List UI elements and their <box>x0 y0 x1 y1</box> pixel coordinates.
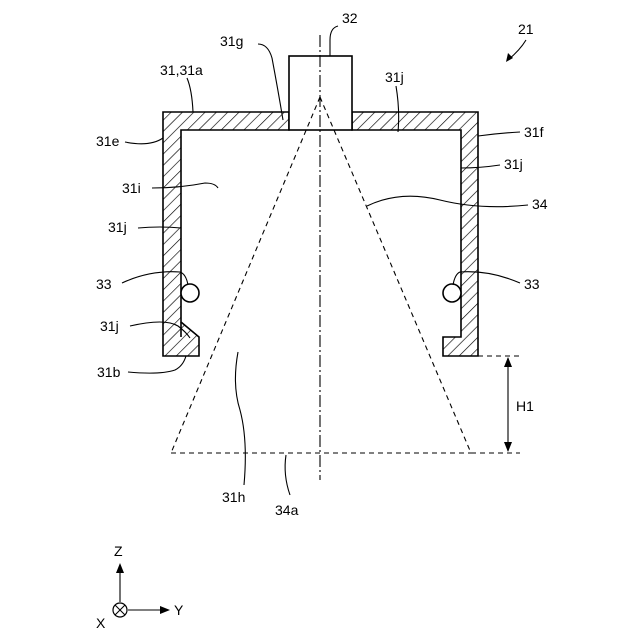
label-31j-top: 31j <box>385 69 404 85</box>
label-21: 21 <box>518 21 534 37</box>
label-33-right: 33 <box>524 276 540 292</box>
leader-31g <box>258 44 283 120</box>
leader-31j-left <box>138 227 181 228</box>
h1-arrow-top <box>504 357 512 367</box>
component-33-right <box>443 284 461 302</box>
label-31i: 31i <box>122 180 141 196</box>
leader-31b <box>128 356 186 373</box>
label-31h: 31h <box>222 489 245 505</box>
leader-31i <box>152 183 218 188</box>
arrow-21 <box>506 53 513 62</box>
leader-31e <box>125 138 163 144</box>
leader-34a <box>285 455 290 495</box>
label-31j-right: 31j <box>504 156 523 172</box>
label-31f: 31f <box>524 124 544 140</box>
label-32: 32 <box>342 10 358 26</box>
component-33-left <box>181 284 199 302</box>
label-h1: H1 <box>516 398 534 414</box>
label-34a: 34a <box>275 502 299 518</box>
leader-31f <box>478 132 520 136</box>
label-31b: 31b <box>97 364 121 380</box>
leader-31-31a <box>187 78 193 112</box>
leader-32 <box>330 26 338 56</box>
light-cone-34 <box>171 97 471 453</box>
axis-label-z: Z <box>114 543 123 559</box>
label-31g: 31g <box>220 33 243 49</box>
leader-34 <box>367 196 528 207</box>
label-34: 34 <box>532 196 548 212</box>
label-31-31a: 31,31a <box>160 62 203 78</box>
axis-label-x: X <box>96 615 106 631</box>
coordinate-axes <box>113 563 170 617</box>
label-33-left: 33 <box>96 276 112 292</box>
label-31j-left: 31j <box>108 219 127 235</box>
axis-label-y: Y <box>174 602 184 618</box>
label-31j-lower: 31j <box>100 318 119 334</box>
h1-arrow-bottom <box>504 442 512 452</box>
label-31e: 31e <box>96 133 120 149</box>
leader-31h <box>235 352 245 485</box>
